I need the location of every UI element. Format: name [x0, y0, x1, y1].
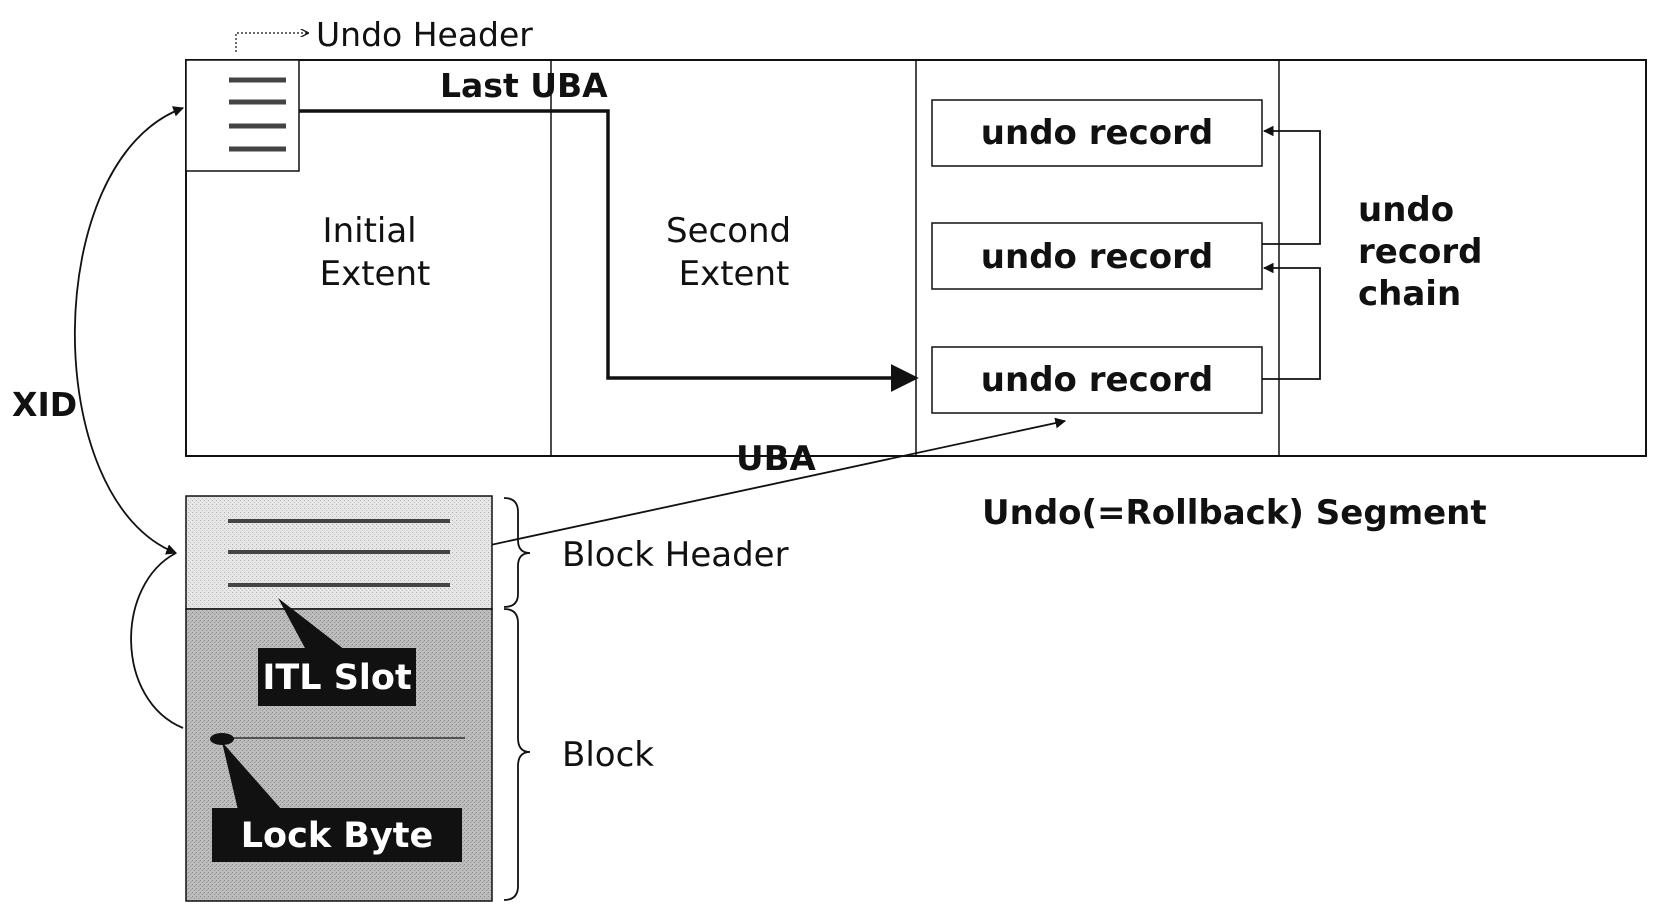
itl-slot-pointer: [278, 598, 345, 650]
undo-header-pointer: [235, 33, 308, 52]
block-header-brace: [503, 497, 531, 608]
undo-record-2: undo record: [931, 222, 1263, 290]
undo-header-label: Undo Header: [316, 15, 533, 54]
last-uba-arrow: [299, 109, 919, 392]
chain-arrow-2-to-1: [1262, 125, 1321, 245]
svg-text:Lock Byte: Lock Byte: [241, 816, 434, 856]
uba-arrow: [457, 417, 1067, 553]
undo-record-1: undo record: [931, 99, 1263, 167]
undo-record-chain-label: undo record chain: [1358, 190, 1494, 314]
block-brace: [503, 608, 531, 901]
block-header-label: Block Header: [562, 535, 789, 575]
undo-record-3: undo record: [931, 346, 1263, 414]
svg-text:undo record: undo record: [981, 237, 1213, 277]
lock-byte-callout: Lock Byte: [212, 808, 462, 862]
xid-label: XID: [12, 385, 77, 424]
lock-byte-dot: [210, 733, 234, 745]
lock-byte-pointer: [222, 742, 282, 810]
initial-extent-label: Initial Extent: [320, 211, 431, 294]
block-label: Block: [562, 735, 654, 775]
svg-text:ITL Slot: ITL Slot: [262, 658, 411, 698]
svg-text:undo record: undo record: [981, 360, 1213, 400]
svg-text:undo record: undo record: [981, 113, 1213, 153]
undo-header-block: [185, 59, 300, 172]
itl-slot-callout: ITL Slot: [258, 648, 416, 706]
segment-caption: Undo(=Rollback) Segment: [982, 493, 1487, 533]
itl-back-arrow: [130, 552, 184, 729]
xid-arrow: [73, 106, 185, 555]
last-uba-label: Last UBA: [440, 66, 608, 105]
second-extent-label: Second Extent: [666, 211, 802, 294]
uba-label: UBA: [736, 439, 817, 479]
chain-arrow-3-to-2: [1262, 262, 1321, 380]
